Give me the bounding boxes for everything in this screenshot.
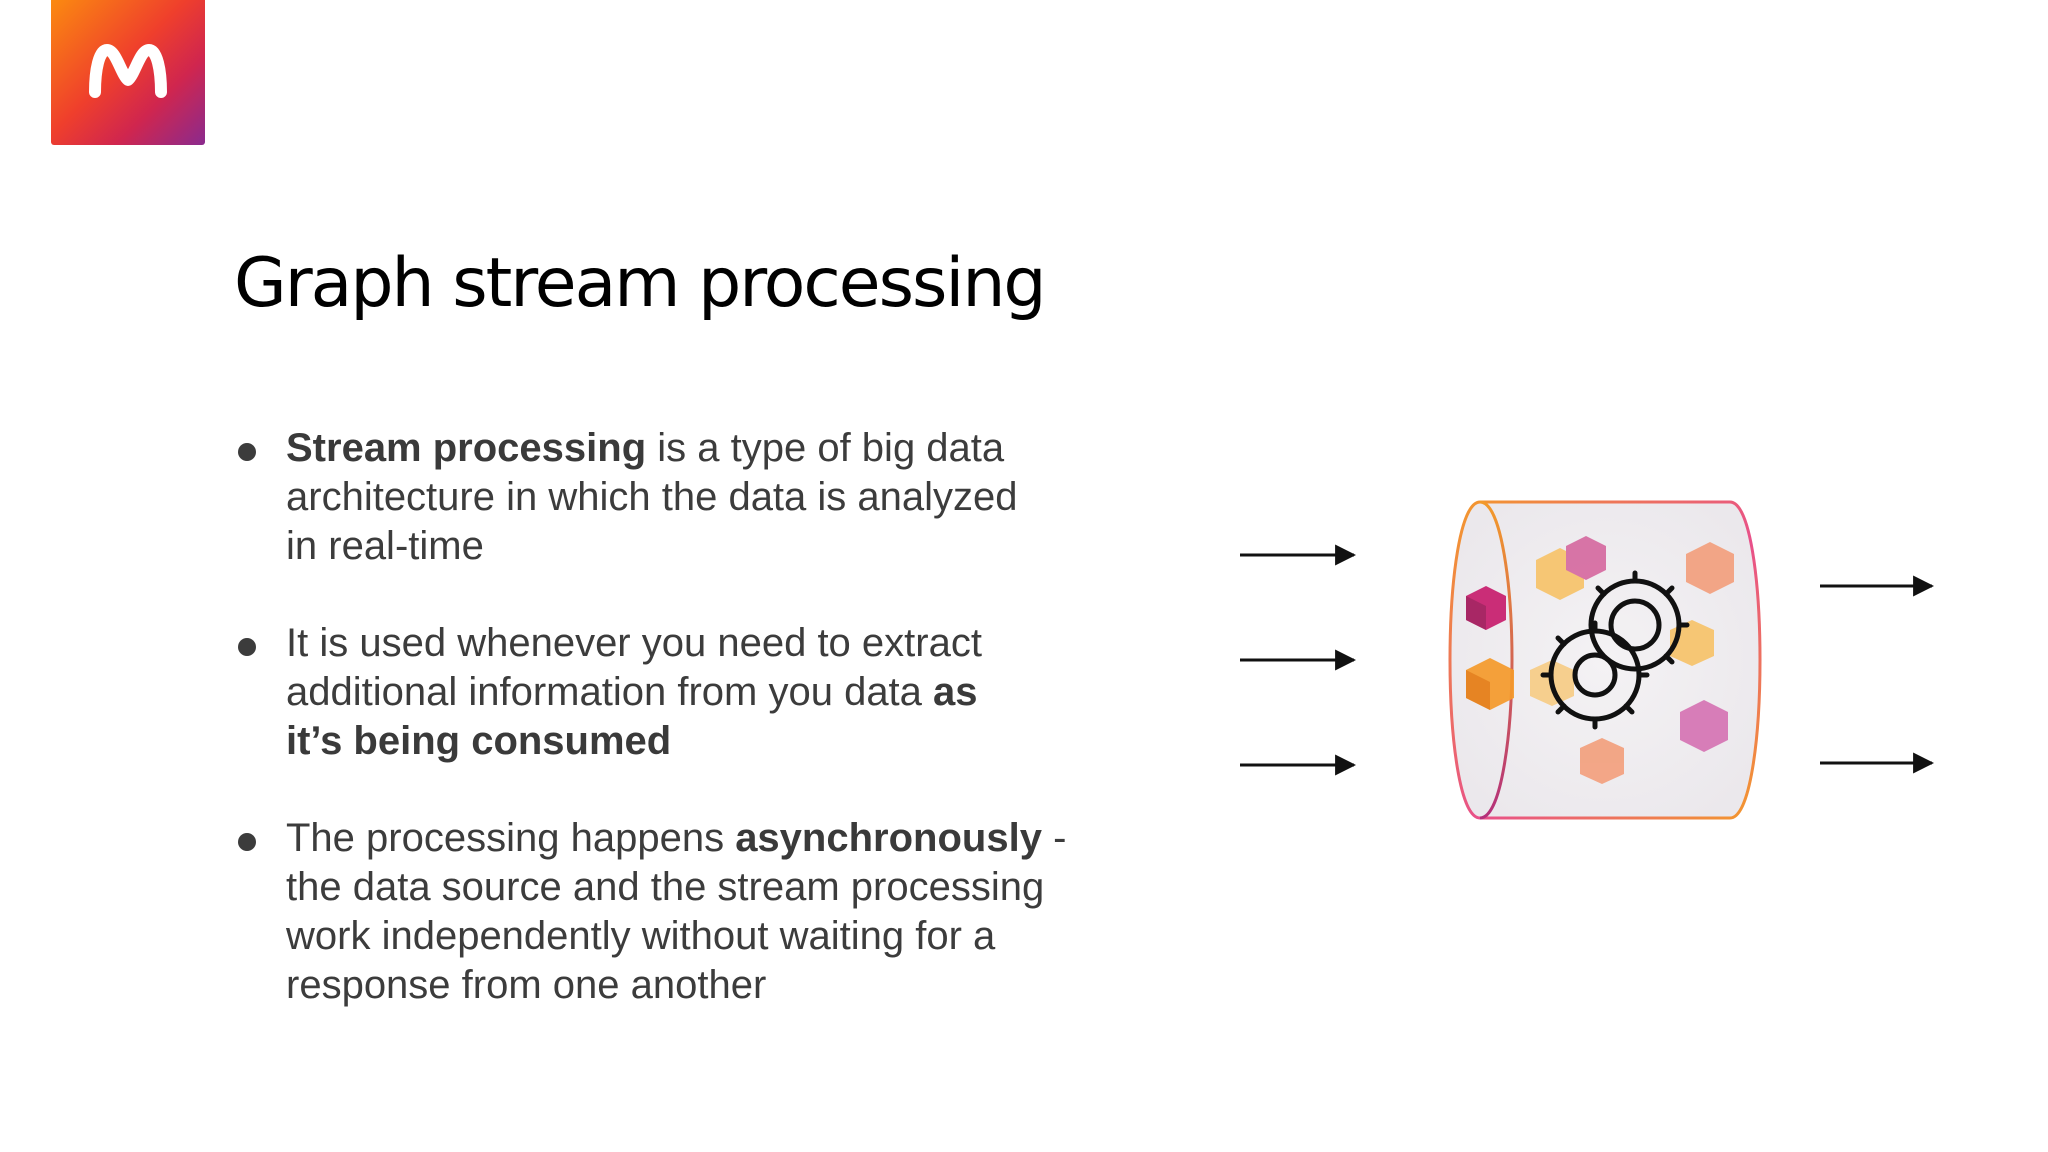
bullet-list: Stream processing is a type of big data … [234, 424, 1134, 1058]
stream-pipe-illustration [1240, 500, 1935, 820]
bullet-text: is a type of big data [646, 426, 1005, 470]
bullet-text-bold: it’s being consumed [286, 719, 672, 763]
bullet-text: response from one another [286, 963, 767, 1007]
bullet-line: architecture in which the data is analyz… [286, 473, 1134, 522]
stream-processing-diagram [1230, 480, 1950, 840]
bullet-text: architecture in which the data is analyz… [286, 475, 1018, 519]
bullet-text-bold: as [933, 670, 978, 714]
bullet-text: the data source and the stream processin… [286, 865, 1045, 909]
bullet-dot [238, 638, 256, 656]
logo-m-icon [89, 44, 167, 98]
gears-icon [1540, 570, 1690, 730]
bullet-line: in real-time [286, 522, 1134, 571]
bullet-dot [238, 443, 256, 461]
bullet-item: The processing happens asynchronously - … [234, 814, 1134, 1010]
bullet-text: - [1041, 816, 1067, 860]
data-cubes [1466, 536, 1734, 784]
bullet-text-bold: asynchronously [735, 816, 1042, 860]
bullet-text: additional information from you data [286, 670, 934, 714]
bullet-line: the data source and the stream processin… [286, 863, 1134, 912]
bullet-line: The processing happens asynchronously - [286, 814, 1134, 863]
bullet-line: response from one another [286, 961, 1134, 1010]
bullet-text: It is used whenever you need to extract [286, 621, 982, 665]
bullet-line: Stream processing is a type of big data [286, 424, 1134, 473]
bullet-text: The processing happens [286, 816, 736, 860]
bullet-text-bold: Stream processing [286, 426, 647, 470]
bullet-text: work independently without waiting for a [286, 914, 996, 958]
memgraph-logo [51, 0, 205, 145]
bullet-item: Stream processing is a type of big data … [234, 424, 1134, 571]
bullet-line: work independently without waiting for a [286, 912, 1134, 961]
bullet-dot [238, 833, 256, 851]
bullet-item: It is used whenever you need to extract … [234, 619, 1134, 766]
slide-title: Graph stream processing [234, 244, 1047, 323]
bullet-line: additional information from you data as [286, 668, 1134, 717]
bullet-line: it’s being consumed [286, 717, 1134, 766]
bullet-line: It is used whenever you need to extract [286, 619, 1134, 668]
bullet-text: in real-time [286, 524, 484, 568]
